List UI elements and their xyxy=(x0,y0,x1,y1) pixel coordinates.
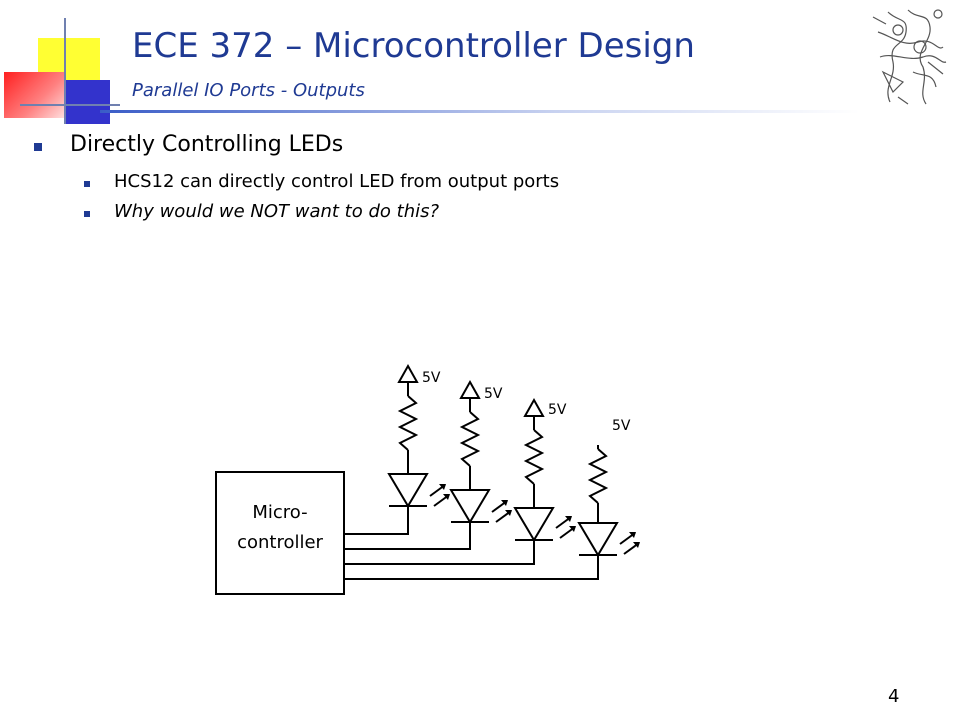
supply-arrow-icon xyxy=(523,397,545,417)
led-diode-icon xyxy=(577,522,619,557)
led-branch-4 xyxy=(577,445,640,557)
wire-4 xyxy=(344,555,599,580)
led-circuit-diagram: Micro- controller 5V 5V 5V 5V xyxy=(215,363,640,595)
page-title: ECE 372 – Microcontroller Design xyxy=(132,26,695,66)
mcu-label-line1: Micro- xyxy=(252,502,307,523)
supply-label-1: 5V xyxy=(422,370,441,386)
bullet-marker xyxy=(34,143,42,151)
logo-sketch-icon xyxy=(872,9,947,105)
sub-bullet-1: HCS12 can directly control LED from outp… xyxy=(114,171,560,192)
mcu-label-line2: controller xyxy=(237,532,323,553)
wire-3 xyxy=(344,540,535,565)
decor-vertical-line xyxy=(64,18,66,124)
resistor-icon xyxy=(587,448,609,504)
wire-2 xyxy=(344,522,471,550)
supply-label-4: 5V xyxy=(612,418,631,434)
resistor-icon xyxy=(397,395,419,451)
supply-label-3: 5V xyxy=(548,402,567,418)
page-number: 4 xyxy=(888,686,900,707)
title-divider xyxy=(100,110,860,113)
supply-arrow-icon xyxy=(459,379,481,399)
supply-arrow-icon xyxy=(397,363,419,383)
resistor-icon xyxy=(459,411,481,467)
decor-horizontal-line xyxy=(20,104,120,106)
led-diode-icon xyxy=(387,473,429,508)
sub-bullet-2: Why would we NOT want to do this? xyxy=(114,201,440,222)
bullet-main: Directly Controlling LEDs xyxy=(70,132,344,157)
led-diode-icon xyxy=(513,507,555,542)
decor-red-square xyxy=(4,72,64,118)
sub-bullet-marker xyxy=(84,181,90,187)
supply-label-2: 5V xyxy=(484,386,503,402)
led-branch-2 xyxy=(449,379,512,524)
decor-blue-square xyxy=(66,80,110,124)
page-subtitle: Parallel IO Ports - Outputs xyxy=(132,80,365,101)
led-branch-3 xyxy=(513,397,576,542)
resistor-icon xyxy=(523,429,545,485)
led-diode-icon xyxy=(449,489,491,524)
wire-1 xyxy=(344,506,409,535)
sub-bullet-marker xyxy=(84,211,90,217)
